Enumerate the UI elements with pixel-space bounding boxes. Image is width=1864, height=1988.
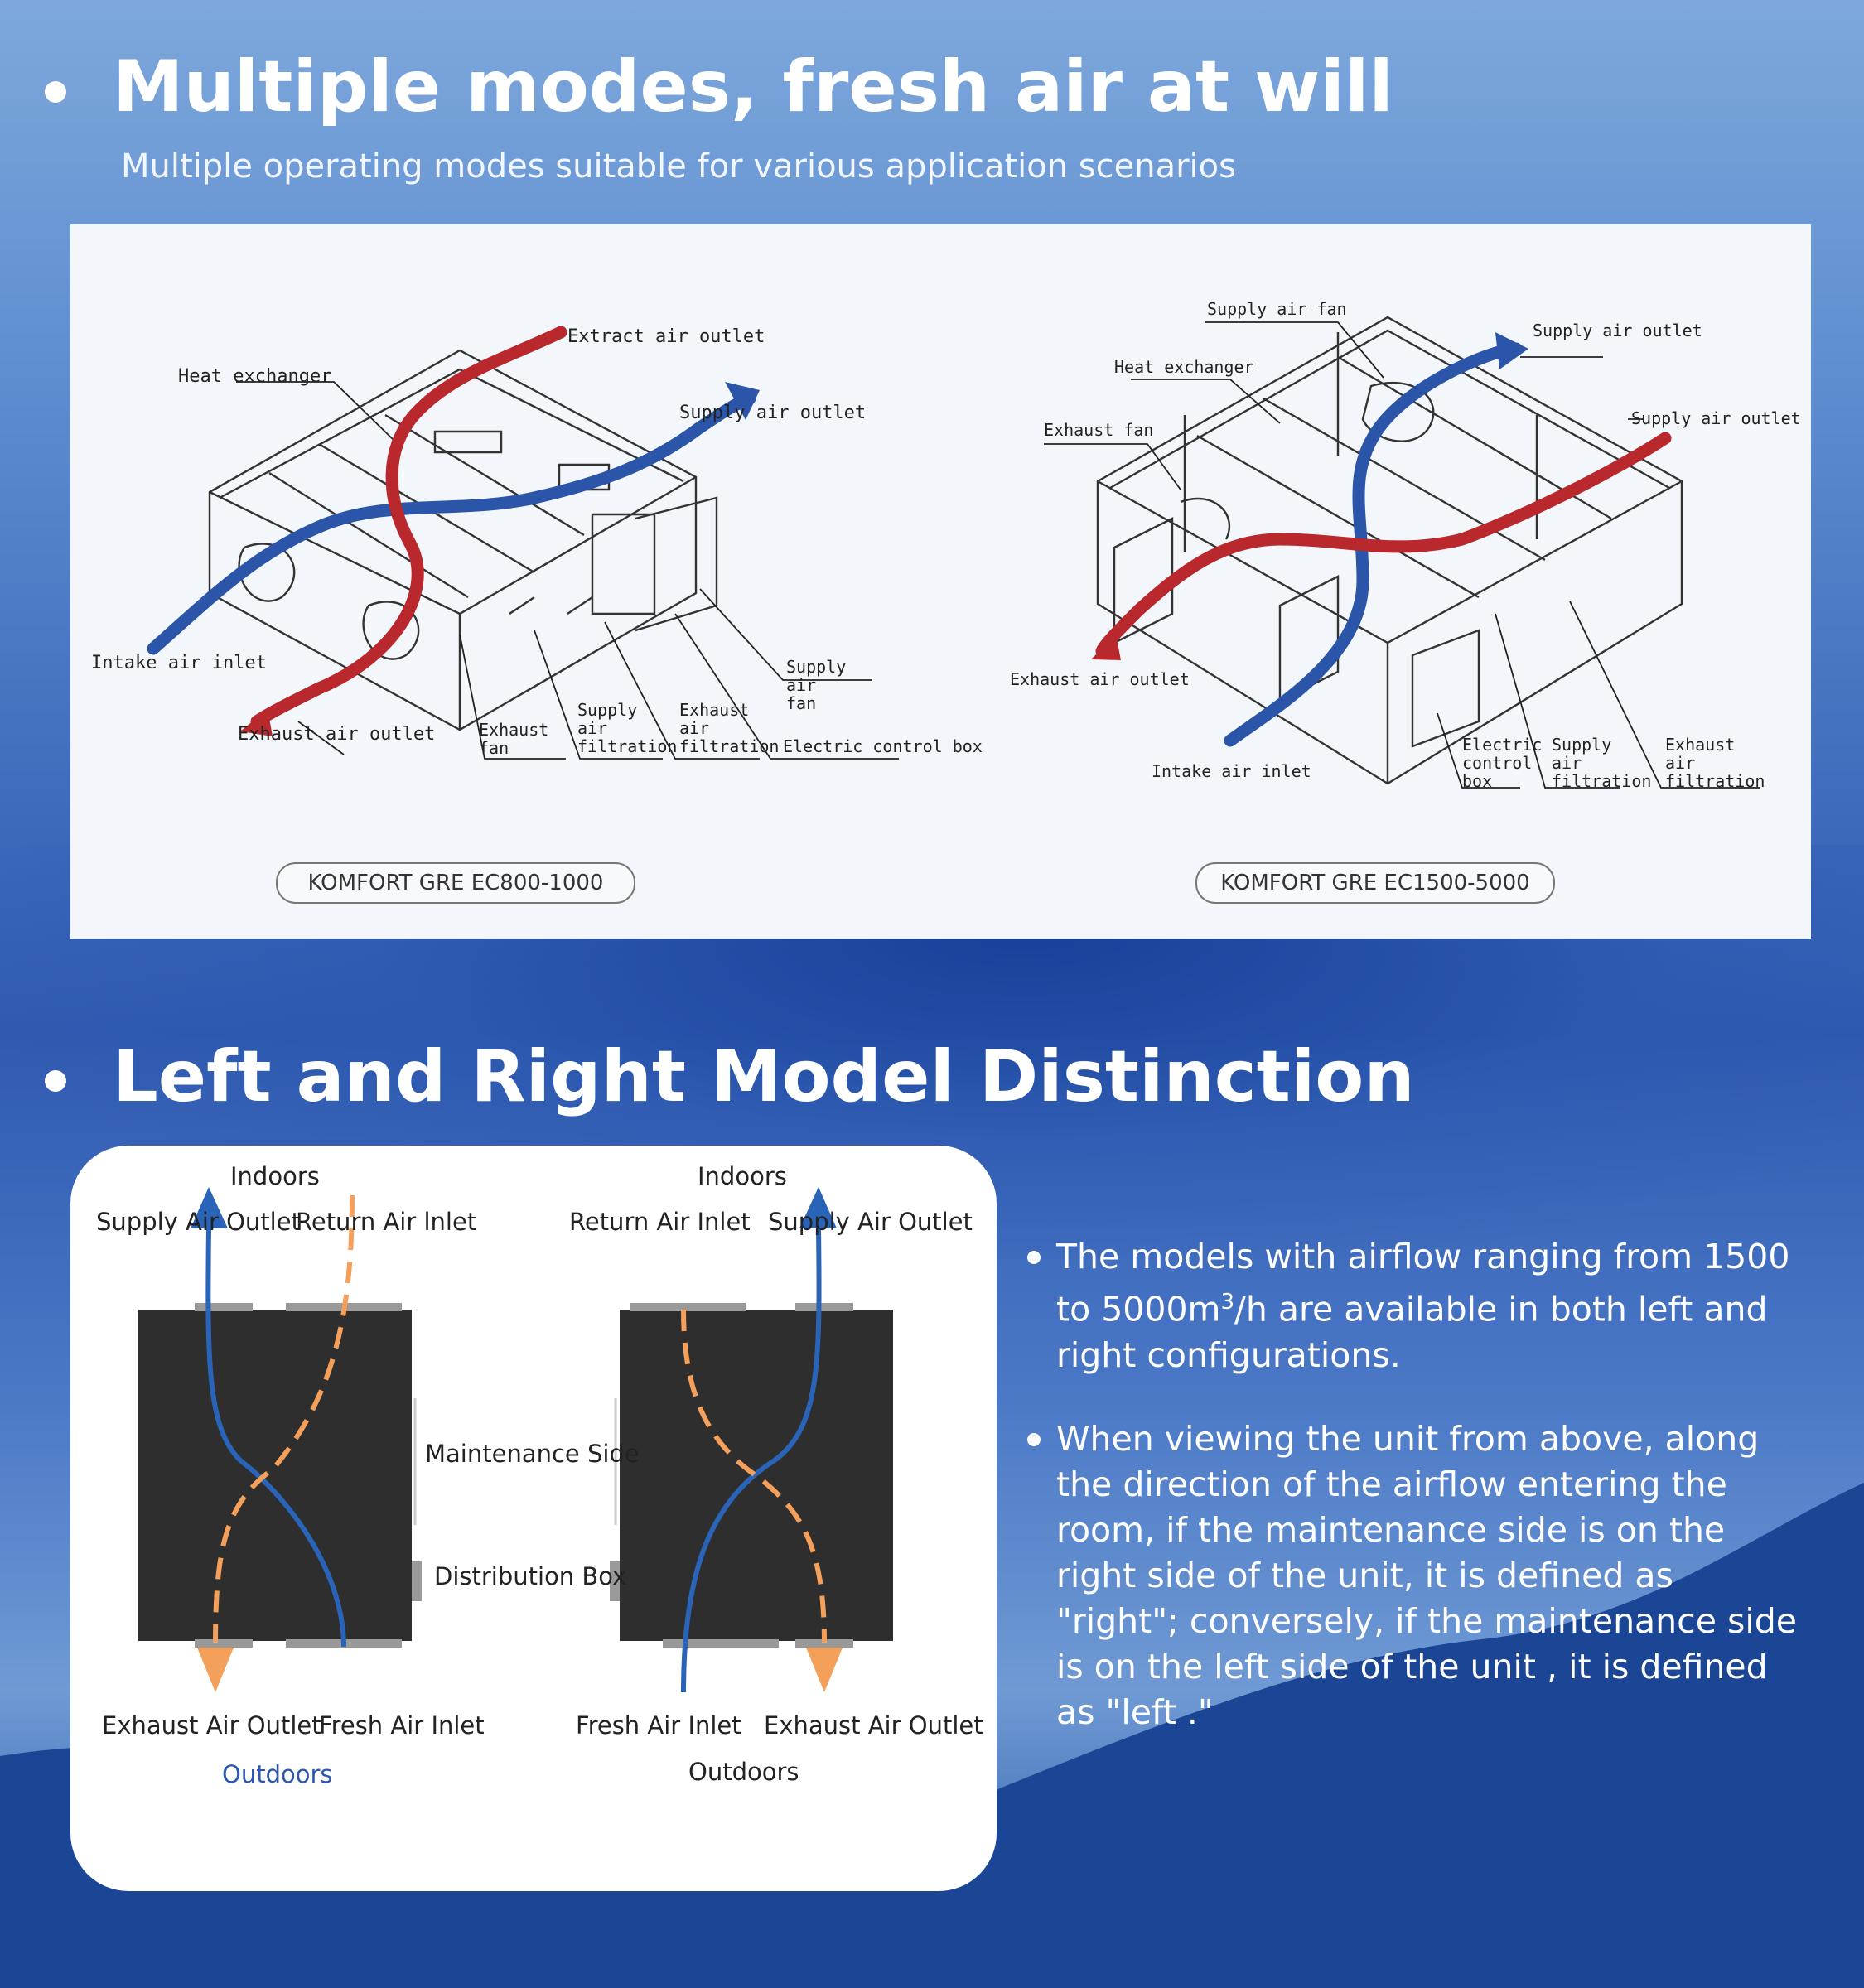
- right-exhaust-arrowhead: [806, 1648, 843, 1692]
- label-electric-control-box: Electric control box: [783, 736, 983, 756]
- label-heat-exchanger: Heat exchanger: [178, 366, 332, 387]
- label-r-exhaust-filtration-1: Exhaust: [1665, 735, 1736, 755]
- left-right-card: Indoors Supply Air Outlet Return Air lnl…: [70, 1146, 997, 1891]
- right-supply-air-outlet-label: Supply Air Outlet: [768, 1208, 973, 1236]
- right-exhaust-arrowhead: [1091, 635, 1121, 660]
- label-r-exhaust-air-outlet: Exhaust air outlet: [1010, 669, 1190, 689]
- label-exhaust-air-outlet: Exhaust air outlet: [238, 724, 436, 745]
- right-supply-arrowhead: [799, 1187, 837, 1228]
- right-exhaust-air-outlet-label: Exhaust Air Outlet: [764, 1711, 983, 1740]
- right-distribution-box: [610, 1561, 620, 1601]
- left-supply-air-outlet-label: Supply Air Outlet: [96, 1208, 301, 1236]
- desc-para1-pre: The models with airflow ranging from 150…: [1056, 1237, 1790, 1329]
- label-r-exhaust-fan: Exhaust fan: [1044, 420, 1154, 440]
- label-r-supply-filtration-2: air: [1552, 753, 1582, 773]
- label-r-supply-air-fan: Supply air fan: [1207, 299, 1347, 319]
- label-r-electric-control-box-1: Electric: [1462, 735, 1543, 755]
- right-leader-lines: [1044, 321, 1760, 789]
- left-leader-lines: [236, 381, 899, 760]
- left-intake-supply-airflow: [147, 392, 756, 655]
- label-r-electric-control-box-2: control: [1462, 753, 1533, 773]
- label-exhaust-fan-2: fan: [479, 738, 509, 758]
- model-tag-ec1500: KOMFORT GRE EC1500-5000: [1195, 862, 1555, 904]
- section2-title: Left and Right Model Distinction: [113, 1035, 1415, 1118]
- unit-drawings: [147, 316, 1760, 789]
- description-para-1: The models with airflow ranging from 150…: [1027, 1234, 1806, 1378]
- section1-bullet: [45, 81, 66, 103]
- left-supply-arrowhead: [725, 382, 760, 420]
- left-supply-arrowhead: [191, 1187, 228, 1228]
- label-exhaust-fan-1: Exhaust: [479, 720, 549, 740]
- right-return-air-inlet-label: Return Air Inlet: [569, 1208, 751, 1236]
- left-right-drawings: [138, 1187, 893, 1693]
- right-unit-drawing: [1096, 316, 1683, 785]
- maintenance-side-label: Maintenance Side: [425, 1440, 640, 1468]
- description-para-2: When viewing the unit from above, along …: [1027, 1416, 1806, 1735]
- left-return-path: [213, 1194, 355, 1643]
- section2-bullet: [45, 1070, 66, 1092]
- label-supply-filtration-1: Supply: [577, 700, 638, 720]
- label-exhaust-filtration-1: Exhaust: [679, 700, 750, 720]
- right-fresh-air-inlet-label: Fresh Air Inlet: [576, 1711, 741, 1740]
- label-r-exhaust-filtration-2: air: [1665, 753, 1696, 773]
- label-supply-air-outlet: Supply air outlet: [679, 403, 867, 423]
- label-r-supply-air-outlet-right: Supply air outlet: [1631, 408, 1801, 428]
- diagram-panel: Heat exchanger Extract air outlet Supply…: [70, 224, 1811, 939]
- label-exhaust-filtration-2: air: [679, 718, 710, 738]
- label-r-exhaust-filtration-3: filtration: [1665, 771, 1765, 791]
- left-extract-exhaust-airflow: [250, 326, 567, 728]
- desc-para1-post: /h are available in both left and right …: [1056, 1289, 1768, 1375]
- label-r-supply-filtration-3: filtration: [1552, 771, 1652, 791]
- desc-para2-text: When viewing the unit from above, along …: [1056, 1419, 1797, 1732]
- left-exhaust-air-outlet-label: Exhaust Air Outlet: [102, 1711, 321, 1740]
- left-exhaust-arrowhead: [197, 1648, 234, 1692]
- label-r-electric-control-box-3: box: [1462, 771, 1493, 791]
- right-outdoors: Outdoors: [688, 1758, 799, 1786]
- label-supply-air-fan-2: air: [786, 675, 817, 695]
- section1-subtitle: Multiple operating modes suitable for va…: [121, 147, 1236, 186]
- label-supply-air-fan-1: Supply: [786, 657, 847, 677]
- label-supply-filtration-3: filtration: [577, 736, 678, 756]
- left-indoors: Indoors: [230, 1162, 320, 1190]
- label-supply-air-fan-3: fan: [786, 693, 817, 713]
- model-tag-ec800: KOMFORT GRE EC800-1000: [276, 862, 635, 904]
- left-unit-body: [138, 1310, 412, 1641]
- left-exhaust-arrowhead: [240, 709, 273, 736]
- right-indoors: Indoors: [698, 1162, 787, 1190]
- desc-bullet-1: [1027, 1251, 1041, 1264]
- label-r-heat-exchanger: Heat exchanger: [1114, 357, 1254, 377]
- label-extract-air-outlet: Extract air outlet: [567, 326, 765, 347]
- label-r-intake-air-inlet: Intake air inlet: [1152, 761, 1311, 781]
- label-r-supply-filtration-1: Supply: [1552, 735, 1612, 755]
- label-intake-air-inlet: Intake air inlet: [91, 653, 267, 673]
- right-supply-path: [681, 1228, 822, 1693]
- right-supply-arrowhead: [1495, 332, 1528, 369]
- right-extract-exhaust-airflow: [1095, 432, 1672, 658]
- right-return-path: [681, 1309, 827, 1643]
- left-distribution-box: [412, 1561, 422, 1601]
- right-intake-supply-airflow: [1224, 342, 1523, 747]
- desc-bullet-2: [1027, 1433, 1041, 1446]
- label-supply-filtration-2: air: [577, 718, 608, 738]
- left-supply-path: [205, 1228, 346, 1648]
- left-fresh-air-inlet-label: Fresh Air Inlet: [319, 1711, 485, 1740]
- section1-title: Multiple modes, fresh air at will: [113, 46, 1393, 128]
- distribution-box-label: Distribution Box: [434, 1562, 627, 1590]
- left-outdoors: Outdoors: [222, 1760, 333, 1788]
- label-r-supply-air-outlet-top: Supply air outlet: [1533, 321, 1702, 340]
- desc-para1-sup: 3: [1220, 1290, 1235, 1315]
- left-return-air-inlet-label: Return Air lnlet: [296, 1208, 477, 1236]
- label-exhaust-filtration-3: filtration: [679, 736, 780, 756]
